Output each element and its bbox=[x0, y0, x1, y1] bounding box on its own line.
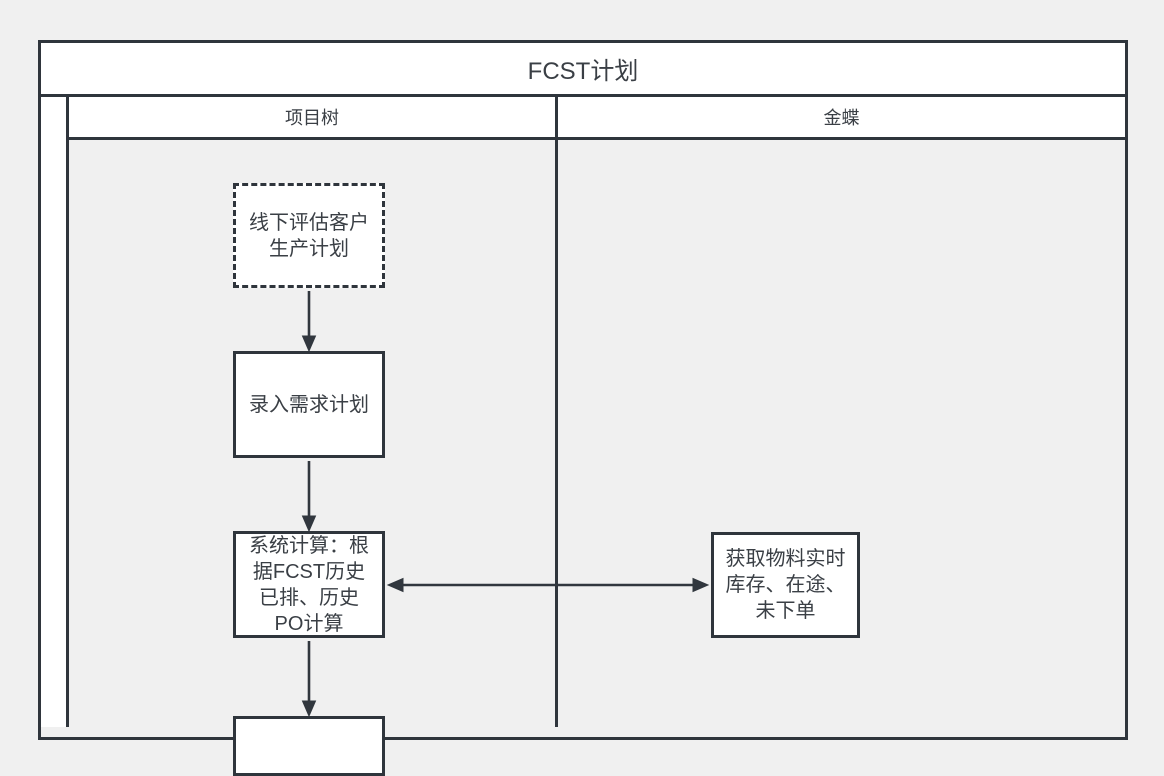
flow-node-system-calculation[interactable]: 系统计算：根 据FCST历史 已排、历史 PO计算 bbox=[233, 531, 385, 638]
flow-node-enter-demand-plan[interactable]: 录入需求计划 bbox=[233, 351, 385, 458]
pool-title-label: FCST计划 bbox=[527, 58, 639, 85]
pool-border bbox=[38, 40, 1128, 740]
lane-divider bbox=[555, 140, 558, 727]
flow-node-offline-eval-plan[interactable]: 线下评估客户 生产计划 bbox=[233, 183, 385, 288]
flow-node-label: 录入需求计划 bbox=[249, 393, 369, 416]
diagram-canvas: { "diagram": { "title": "FCST计划", "lanes… bbox=[38, 40, 1128, 776]
flow-node-label: 系统计算：根 据FCST历史 已排、历史 PO计算 bbox=[249, 534, 369, 635]
pool-label-strip bbox=[38, 97, 69, 727]
flow-node-next-step-partial[interactable] bbox=[233, 716, 385, 776]
lane-header-label: 金蝶 bbox=[823, 108, 860, 128]
flow-node-label: 获取物料实时 库存、在途、 未下单 bbox=[725, 548, 846, 622]
flow-node-fetch-material-stock[interactable]: 获取物料实时 库存、在途、 未下单 bbox=[711, 532, 860, 638]
flow-node-label: 线下评估客户 生产计划 bbox=[249, 211, 369, 260]
lane-header-jindie: 金蝶 bbox=[555, 94, 1128, 140]
lane-header-label: 项目树 bbox=[285, 108, 339, 128]
lane-header-xiangmushu: 项目树 bbox=[66, 94, 558, 140]
pool-title: FCST计划 bbox=[38, 40, 1128, 97]
